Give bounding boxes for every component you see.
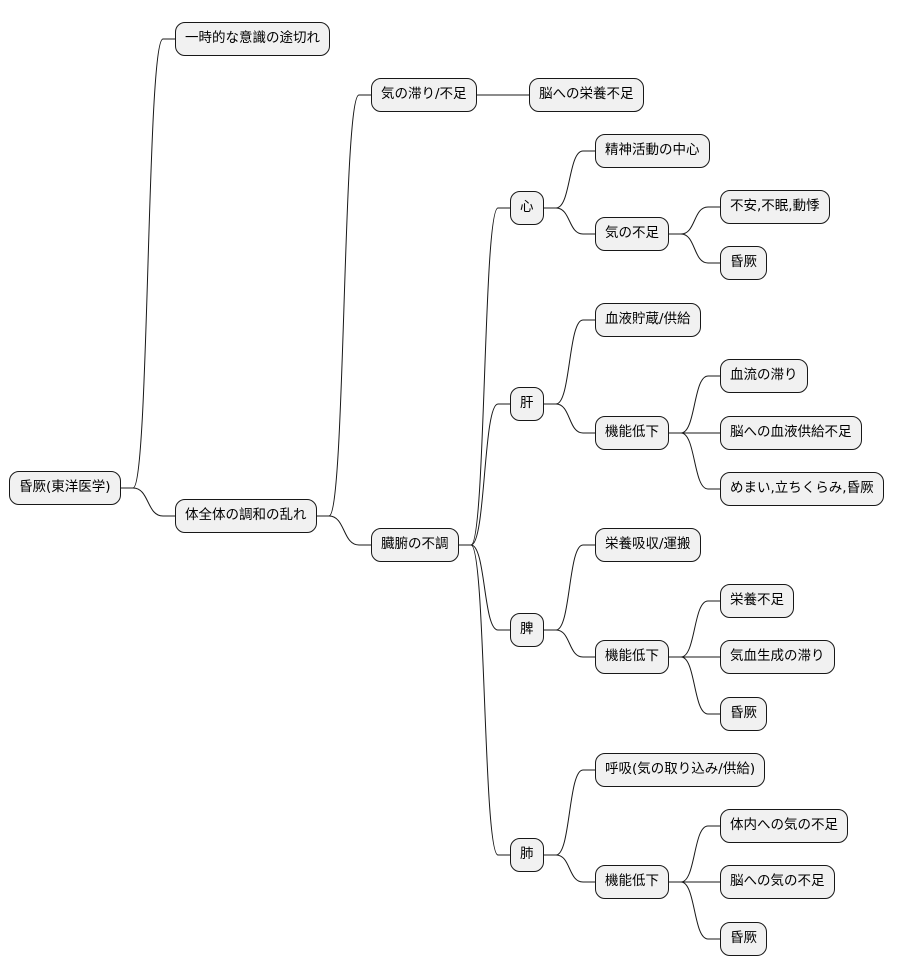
connector-lung2-lung2c [669, 881, 720, 940]
connector-n2-n2b [317, 515, 371, 546]
connector-heart2-heart2b [669, 233, 720, 264]
connector-n2b-liver [459, 403, 510, 546]
connector-n2b-spleen [459, 544, 510, 631]
node-brain-nutrition-deficiency: 脳への栄養不足 [529, 78, 644, 112]
node-heart-mental-activity-center: 精神活動の中心 [595, 134, 710, 168]
node-heart-fainting: 昏厥 [720, 246, 767, 280]
node-liver: 肝 [510, 387, 544, 421]
connector-n2b-heart [459, 207, 510, 546]
node-spleen-nutrition-deficiency: 栄養不足 [720, 584, 794, 618]
node-spleen-fainting: 昏厥 [720, 697, 767, 731]
node-liver-function-decline: 機能低下 [595, 416, 669, 450]
connector-lung-lung2 [544, 854, 595, 883]
connector-root-n1 [121, 38, 175, 489]
node-heart-anxiety-insomnia-palpitation: 不安,不眠,動悸 [720, 190, 830, 224]
node-heart: 心 [510, 191, 544, 225]
connector-n2-n2a [317, 94, 371, 517]
connector-spleen2-spleen2a [669, 600, 720, 658]
node-spleen-function-decline: 機能低下 [595, 640, 669, 674]
connector-lung2-lung2a [669, 825, 720, 883]
node-liver-brain-blood-supply-deficiency: 脳への血液供給不足 [720, 416, 862, 450]
connector-lung-lung1 [544, 769, 595, 856]
node-root-fainting: 昏厥(東洋医学) [9, 471, 121, 505]
connector-spleen-spleen1 [544, 544, 595, 631]
node-lung: 肺 [510, 838, 544, 872]
node-liver-dizziness-fainting: めまい,立ちくらみ,昏厥 [720, 472, 884, 506]
node-spleen-qi-blood-generation-stagnation: 気血生成の滞り [720, 640, 835, 674]
node-body-harmony-disorder: 体全体の調和の乱れ [175, 499, 317, 533]
node-organ-disorder: 臓腑の不調 [371, 528, 459, 562]
connector-liver-liver1 [544, 319, 595, 405]
connector-n2b-lung [459, 544, 510, 856]
node-lung-respiration: 呼吸(気の取り込み/供給) [595, 753, 766, 787]
node-spleen: 脾 [510, 613, 544, 647]
node-heart-qi-deficiency: 気の不足 [595, 217, 669, 251]
connector-liver2-liver2a [669, 375, 720, 434]
node-liver-blood-flow-stagnation: 血流の滞り [720, 359, 808, 393]
node-spleen-nutrition-absorption: 栄養吸収/運搬 [595, 528, 701, 562]
node-lung-fainting: 昏厥 [720, 922, 767, 956]
connector-heart-heart2 [544, 207, 595, 235]
connector-spleen-spleen2 [544, 629, 595, 658]
connector-liver-liver2 [544, 403, 595, 434]
node-temporary-loss-of-consciousness: 一時的な意識の途切れ [175, 22, 330, 56]
node-lung-body-qi-deficiency: 体内への気の不足 [720, 809, 848, 843]
connector-spleen2-spleen2c [669, 656, 720, 715]
connector-heart2-heart2a [669, 206, 720, 235]
connector-heart-heart1 [544, 150, 595, 209]
node-lung-function-decline: 機能低下 [595, 865, 669, 899]
node-lung-brain-qi-deficiency: 脳への気の不足 [720, 865, 835, 899]
node-liver-blood-storage-supply: 血液貯蔵/供給 [595, 303, 701, 337]
connector-liver2-liver2c [669, 432, 720, 490]
node-qi-stagnation-deficiency: 気の滞り/不足 [371, 78, 477, 112]
connector-root-n2 [121, 487, 175, 517]
